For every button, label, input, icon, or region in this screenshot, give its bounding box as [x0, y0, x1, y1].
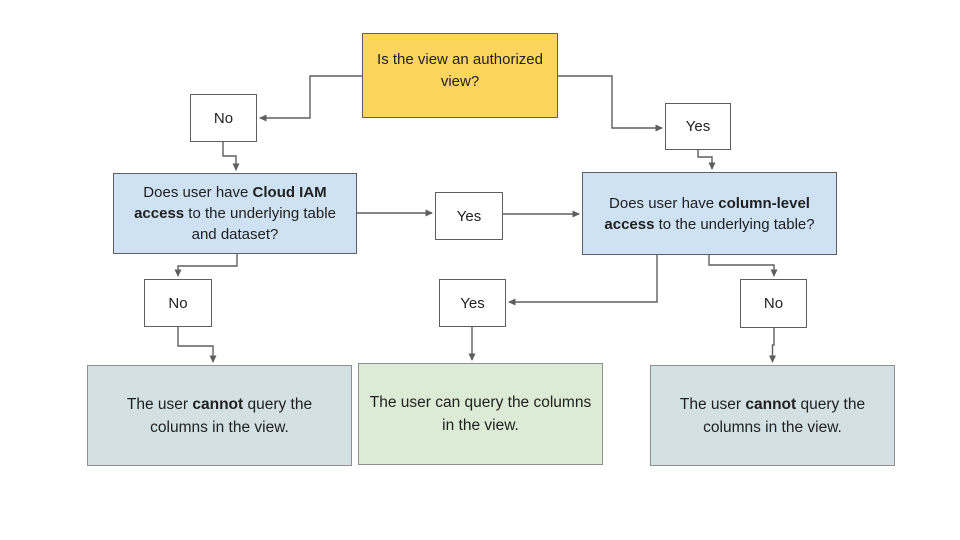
- decision-cloud-iam-access-text: Does user have Cloud IAM access to the u…: [134, 184, 336, 243]
- answer-no-top: No: [190, 94, 257, 142]
- answer-yes-top: Yes: [665, 103, 731, 150]
- connector-column-to-yes-bottom: [508, 255, 658, 306]
- answer-yes-bottom: Yes: [439, 279, 506, 327]
- answer-yes-top-label: Yes: [685, 118, 711, 135]
- answer-yes-middle-label: Yes: [456, 207, 482, 225]
- decision-column-level-access-text: Does user have column-level access to th…: [604, 194, 815, 233]
- answer-no-right-label: No: [763, 295, 784, 312]
- result-cannot-query-left: The user cannot query the columns in the…: [87, 365, 352, 466]
- decision-authorized-view-text: Is the view an authorized view?: [377, 50, 543, 90]
- answer-no-right: No: [740, 279, 807, 328]
- result-cannot-query-right-text: The user cannot query the columns in the…: [679, 395, 866, 436]
- connector-authorized-to-no: [259, 75, 362, 122]
- decision-cloud-iam-access: Does user have Cloud IAM access to the u…: [113, 173, 357, 254]
- result-cannot-query-right: The user cannot query the columns in the…: [650, 365, 895, 466]
- decision-column-level-access: Does user have column-level access to th…: [582, 172, 837, 255]
- answer-yes-middle: Yes: [435, 192, 503, 240]
- decision-authorized-view: Is the view an authorized view?: [362, 33, 558, 118]
- result-can-query: The user can query the columns in the vi…: [358, 363, 603, 465]
- result-cannot-query-left-text: The user cannot query the columns in the…: [126, 395, 313, 436]
- connector-iam-to-no-bottom: [174, 254, 238, 277]
- answer-no-left-label: No: [168, 294, 188, 312]
- result-can-query-text: The user can query the columns in the vi…: [369, 394, 592, 434]
- connector-authorized-to-yes: [558, 75, 663, 132]
- connector-no-to-iam-question: [222, 142, 240, 171]
- connector-no-to-result-left: [177, 327, 217, 363]
- answer-no-top-label: No: [213, 109, 234, 127]
- connector-yes-to-column-question: [697, 150, 716, 170]
- connector-column-to-no-bottom: [708, 255, 778, 277]
- connector-no-to-result-right: [769, 328, 776, 363]
- answer-no-left: No: [144, 279, 212, 327]
- answer-yes-bottom-label: Yes: [460, 294, 485, 312]
